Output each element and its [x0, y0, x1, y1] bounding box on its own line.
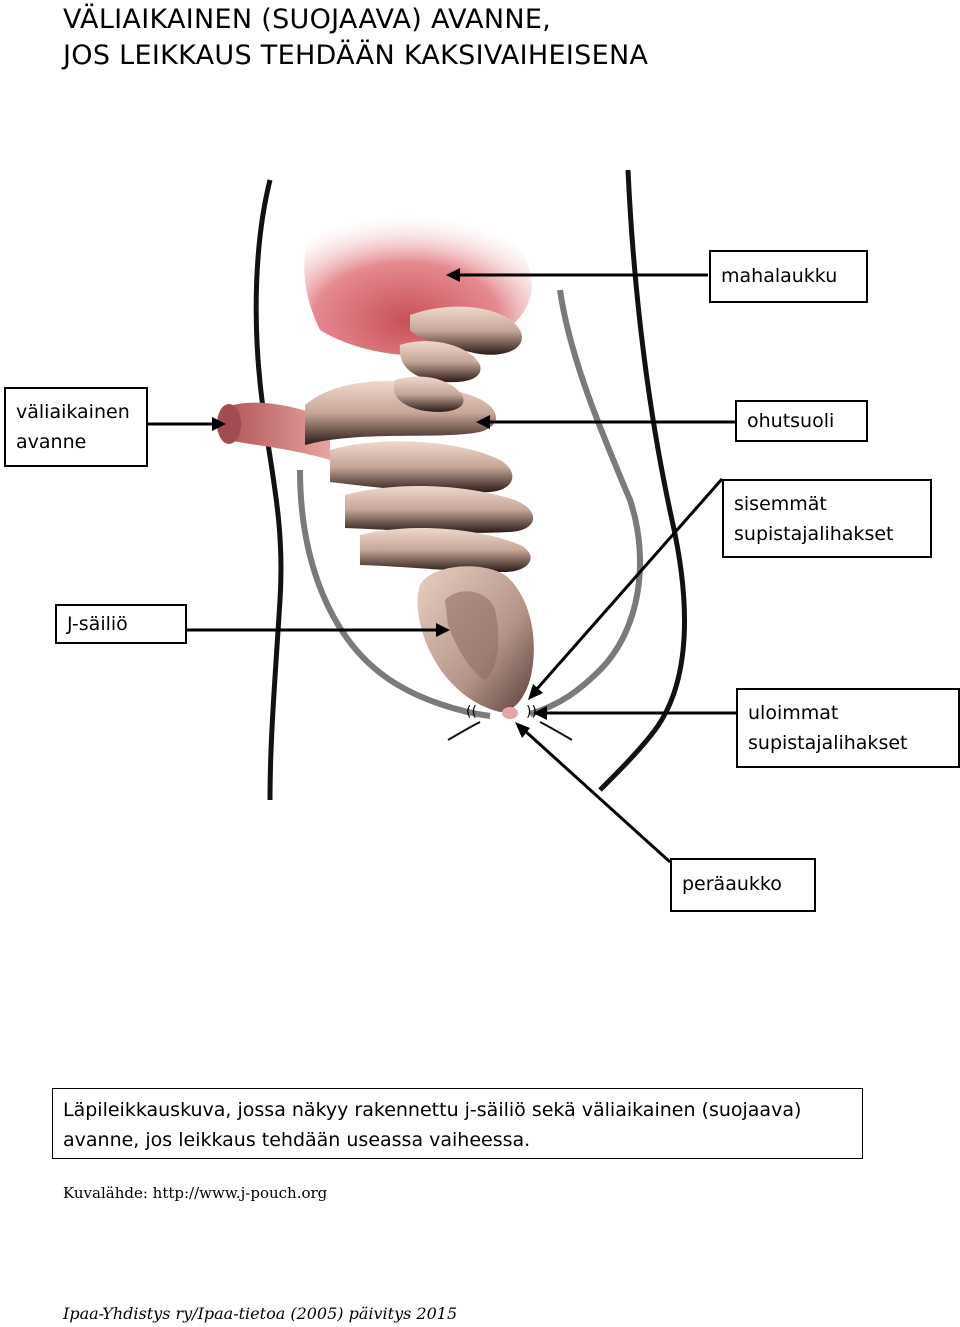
label-uloimmat: uloimmat supistajalihakset [736, 688, 960, 768]
label-peraaukko-text: peräaukko [682, 869, 804, 899]
arrow-peraaukko [524, 730, 670, 862]
outer-sphincter-lines-right [540, 722, 572, 740]
label-mahalaukku: mahalaukku [709, 250, 868, 303]
caption-box: Läpileikkauskuva, jossa näkyy rakennettu… [52, 1088, 863, 1159]
body-contour-left [256, 180, 281, 800]
body-contour-right [600, 170, 685, 790]
label-j-sailio-text: J-säiliö [67, 609, 175, 639]
label-valiaikainen-line2: avanne [16, 427, 136, 457]
label-sisemmat: sisemmät supistajalihakset [722, 479, 932, 558]
label-peraaukko: peräaukko [670, 858, 816, 912]
label-ohutsuoli-text: ohutsuoli [747, 406, 856, 436]
label-valiaikainen-line1: väliaikainen [16, 397, 136, 427]
label-ohutsuoli: ohutsuoli [735, 400, 868, 442]
label-j-sailio: J-säiliö [55, 604, 187, 644]
label-uloimmat-line1: uloimmat [748, 698, 948, 728]
small-intestine [305, 307, 533, 572]
caption-line-1: Läpileikkauskuva, jossa näkyy rakennettu… [63, 1095, 852, 1125]
caption-line-2: avanne, jos leikkaus tehdään useassa vai… [63, 1125, 852, 1155]
label-mahalaukku-text: mahalaukku [721, 261, 856, 291]
label-uloimmat-line2: supistajalihakset [748, 728, 948, 758]
label-valiaikainen-avanne: väliaikainen avanne [4, 387, 148, 467]
outer-sphincter-lines-left [448, 722, 480, 740]
pelvis-right-curve [530, 290, 640, 714]
label-sisemmat-line1: sisemmät [734, 489, 920, 519]
sphincter-mark-right: )) [526, 704, 537, 720]
anus [502, 707, 518, 719]
image-source: Kuvalähde: http://www.j-pouch.org [63, 1184, 327, 1202]
page-footer: Ipaa-Yhdistys ry/Ipaa-tietoa (2005) päiv… [63, 1304, 457, 1323]
arrow-sisemmat [536, 479, 722, 690]
label-sisemmat-line2: supistajalihakset [734, 519, 920, 549]
sphincter-mark-left: (( [466, 704, 477, 720]
